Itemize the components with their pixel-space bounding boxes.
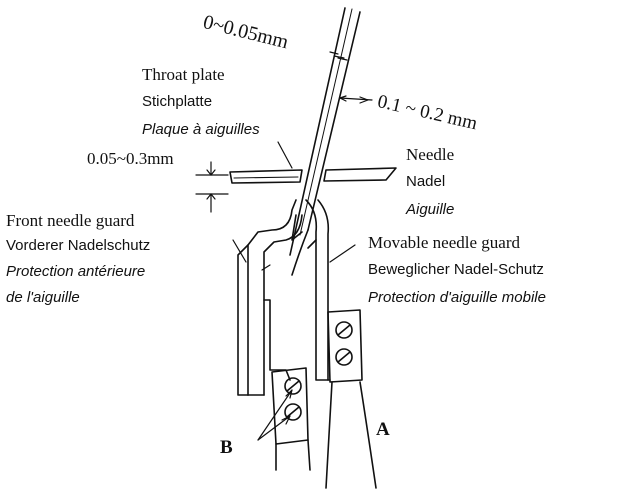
front-guard-en: Front needle guard bbox=[6, 211, 135, 230]
movable-guard-fr: Protection d'aiguille mobile bbox=[368, 289, 546, 306]
front-guard-fr-1: Protection antérieure bbox=[6, 263, 146, 280]
needle-fr: Aiguille bbox=[406, 201, 455, 218]
dim-top-gap bbox=[329, 51, 348, 61]
needle-en: Needle bbox=[406, 145, 455, 164]
throat-plate-en: Throat plate bbox=[142, 65, 225, 84]
movable-needle-guard bbox=[305, 199, 331, 381]
needle-de: Nadel bbox=[406, 173, 446, 190]
movable-guard-de: Beweglicher Nadel-Schutz bbox=[368, 261, 544, 278]
clamp-b bbox=[271, 367, 311, 471]
dim-side-gap bbox=[339, 95, 373, 104]
front-guard-de: Vorderer Nadelschutz bbox=[6, 237, 151, 254]
movable-guard-en: Movable needle guard bbox=[368, 233, 520, 252]
marker-a: A bbox=[376, 419, 390, 440]
throat-plate-de: Stichplatte bbox=[142, 93, 213, 110]
marker-b: B bbox=[220, 437, 233, 458]
needle bbox=[289, 7, 361, 276]
front-guard-fr-2: de l'aiguille bbox=[6, 289, 80, 306]
leader-lines bbox=[232, 141, 356, 441]
bracket-a bbox=[325, 309, 377, 489]
throat-plate-fr: Plaque à aiguilles bbox=[142, 121, 260, 138]
throat-plate bbox=[229, 167, 397, 184]
dim-height-gap-label: 0.05~0.3mm bbox=[87, 149, 174, 168]
dim-height-gap bbox=[195, 161, 229, 213]
front-needle-guard bbox=[237, 199, 303, 396]
